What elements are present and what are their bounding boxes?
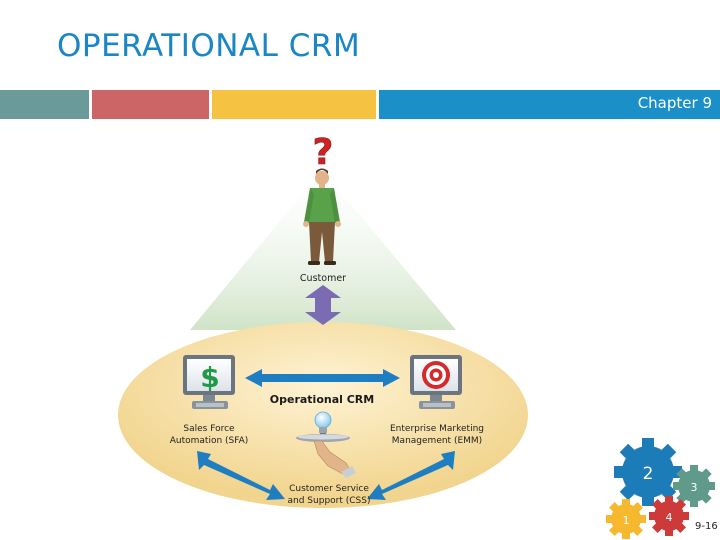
customer-label: Customer: [300, 273, 346, 284]
emm-label-line2: Management (EMM): [392, 436, 482, 446]
gear-icon: [673, 465, 715, 507]
header-bar-yellow: [212, 90, 376, 119]
gear-3-label: 3: [691, 481, 698, 494]
sfa-css-double-arrow: [197, 451, 285, 500]
spotlight-cone: [190, 170, 456, 330]
customer-crm-double-arrow: [305, 285, 341, 325]
gear-icon: [614, 438, 682, 506]
customer-figure-icon: [303, 168, 341, 265]
dollar-sign-icon: $: [200, 361, 219, 394]
gear-icon: [649, 496, 689, 536]
header-bar-blue: [379, 90, 720, 119]
chapter-label: Chapter 9: [637, 94, 712, 112]
gear-4-label: 4: [666, 511, 673, 524]
sfa-monitor-icon: [183, 355, 235, 409]
target-icon: [422, 361, 450, 389]
gear-icon: [606, 499, 646, 539]
emm-label-line1: Enterprise Marketing: [390, 424, 484, 434]
sfa-emm-double-arrow: [245, 369, 400, 387]
page-number: 9-16: [695, 521, 718, 532]
serving-platter-icon: [296, 434, 350, 442]
emm-css-double-arrow: [367, 451, 455, 500]
header-bar-teal: [0, 90, 89, 119]
gear-1-label: 1: [623, 514, 630, 527]
header-bar-red: [92, 90, 209, 119]
operational-crm-label: Operational CRM: [270, 393, 374, 406]
slide-title: OPERATIONAL CRM: [57, 28, 361, 64]
sfa-label-line2: Automation (SFA): [170, 436, 249, 446]
css-label-line1: Customer Service: [289, 484, 369, 494]
serving-hand-icon: [313, 440, 356, 478]
question-mark-icon: ?: [313, 132, 334, 173]
gear-2-label: 2: [643, 464, 654, 484]
css-label-line2: and Support (CSS): [288, 496, 371, 506]
sfa-label-line1: Sales Force: [183, 424, 235, 434]
